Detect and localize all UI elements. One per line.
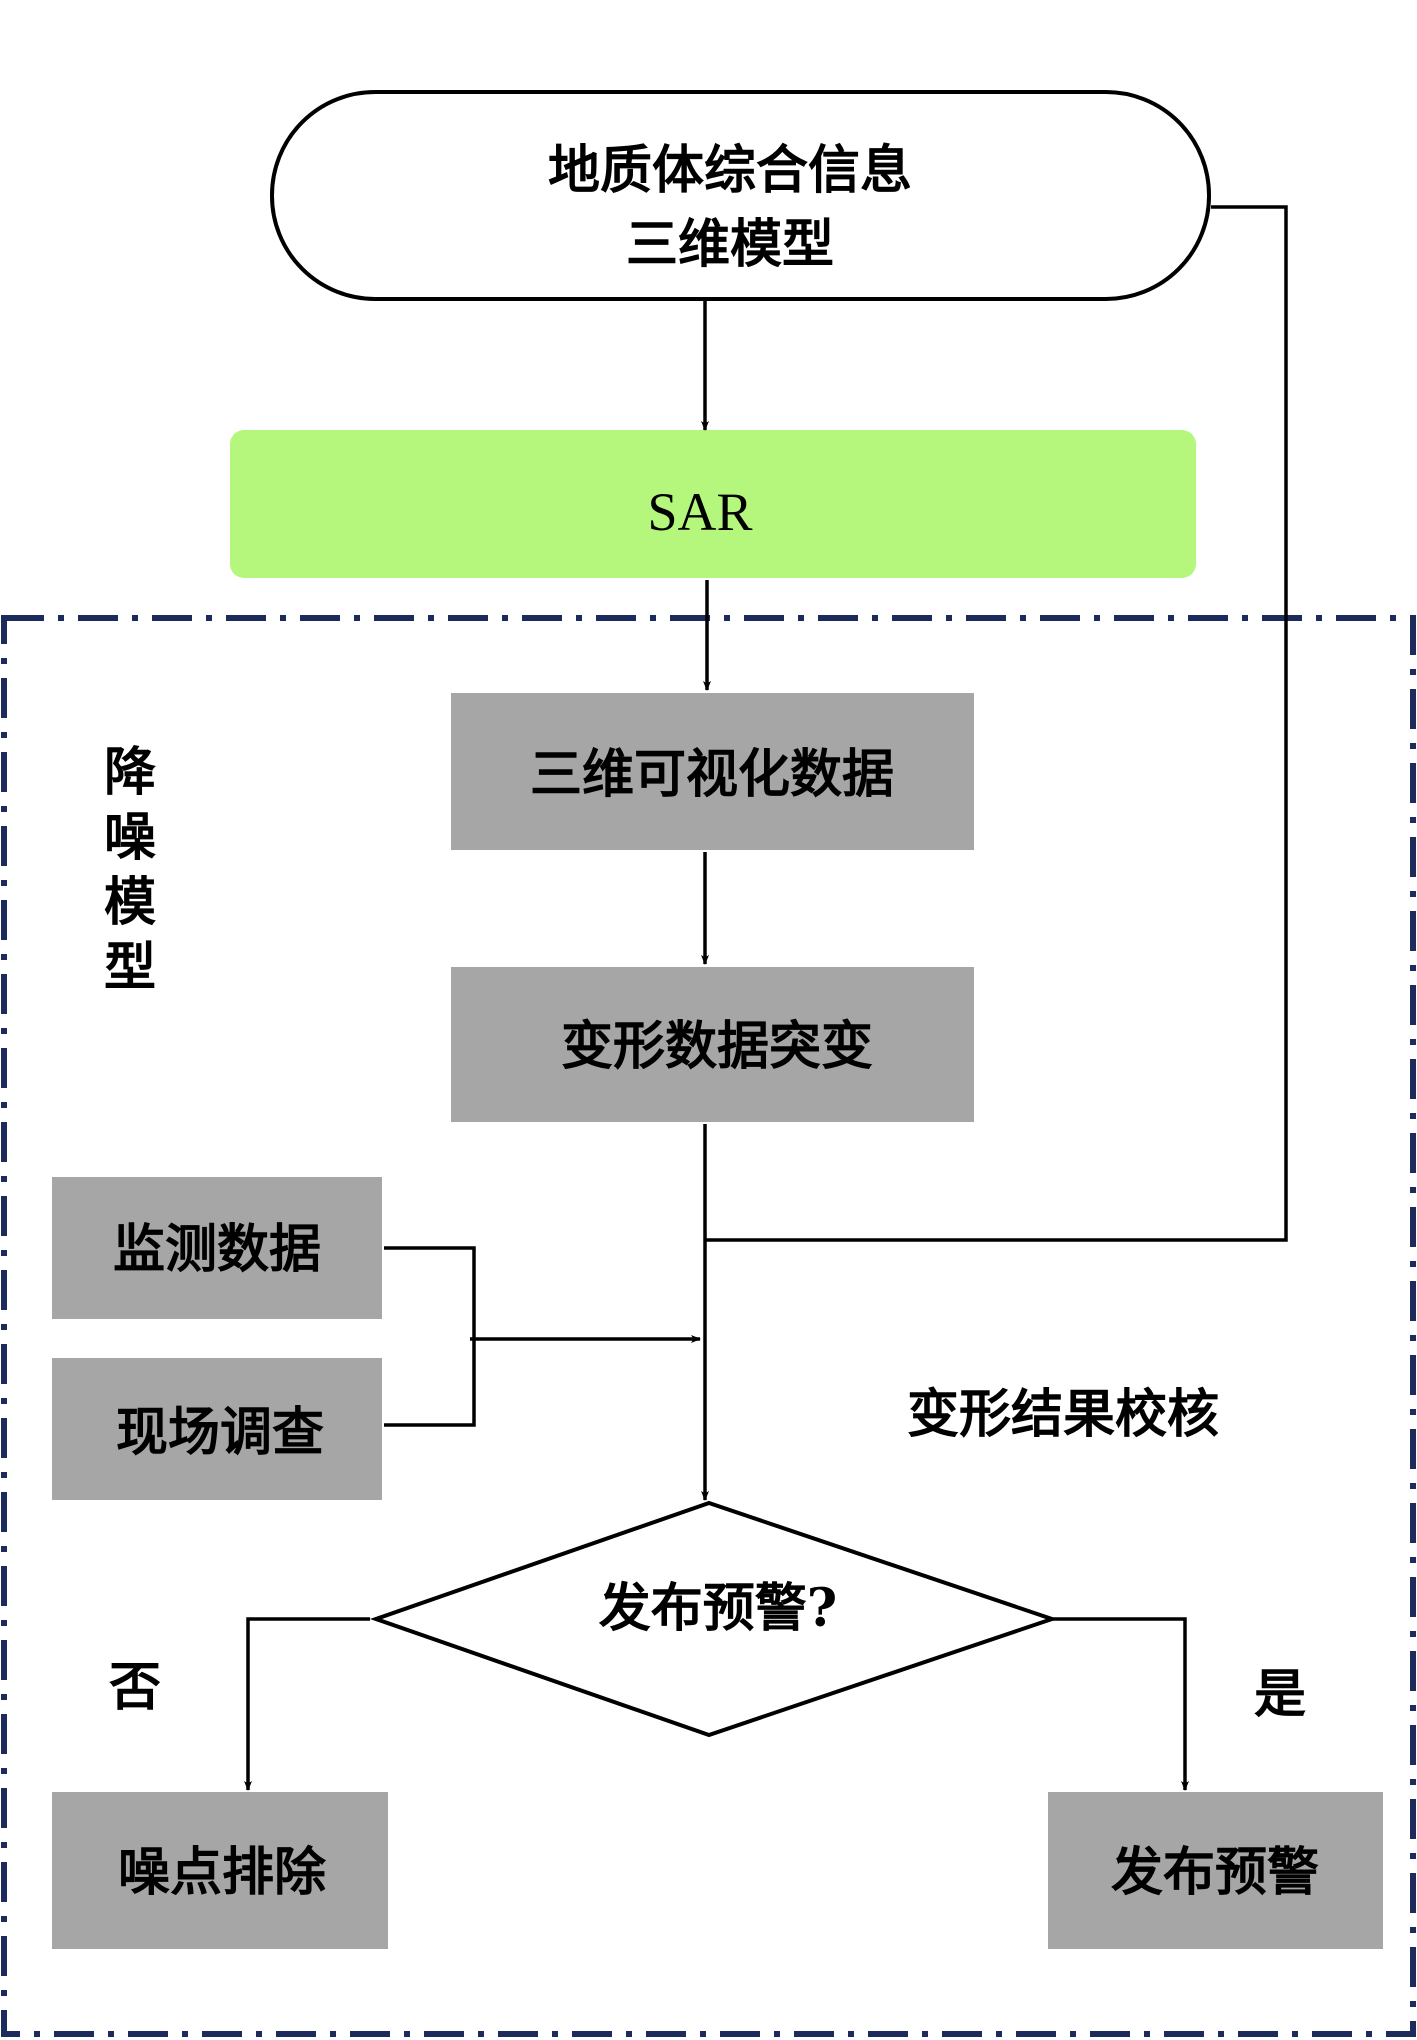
label-deformation-check: 变形结果校核 — [907, 1384, 1219, 1445]
label-no: 否 — [109, 1657, 161, 1718]
edge-monitoring-connector — [384, 1246, 476, 1427]
warning-decision-node — [369, 1500, 1059, 1738]
monitoring-data-node — [52, 1177, 382, 1319]
edge-decision-no — [244, 1617, 370, 1791]
sar-label: SAR — [647, 482, 752, 542]
denoise-label-char-4: 型 — [104, 937, 156, 998]
edge-model-feedback — [705, 205, 1288, 1242]
geo-model-title-line1: 地质体综合信息 — [548, 140, 912, 201]
geo-model-node — [270, 90, 1211, 301]
visualization-data-node — [451, 693, 974, 850]
field-survey-node — [52, 1358, 382, 1500]
denoise-label-char-3: 模 — [104, 872, 156, 933]
label-yes: 是 — [1254, 1664, 1306, 1725]
warning-decision-label: 发布预警? — [599, 1578, 837, 1639]
field-survey-label: 现场调查 — [116, 1402, 324, 1463]
noise-removal-node — [52, 1792, 388, 1949]
edge-decision-yes — [1052, 1617, 1189, 1791]
publish-warning-node — [1048, 1792, 1383, 1949]
deformation-mutation-node — [451, 967, 974, 1122]
denoise-label-char-1: 降 — [104, 742, 156, 803]
publish-warning-label: 发布预警 — [1111, 1842, 1319, 1903]
geo-model-title-line2: 三维模型 — [626, 214, 834, 275]
denoise-label-char-2: 噪 — [104, 807, 156, 868]
visualization-data-label: 三维可视化数据 — [530, 744, 894, 805]
monitoring-data-label: 监测数据 — [113, 1219, 321, 1280]
deformation-mutation-label: 变形数据突变 — [561, 1016, 873, 1077]
sar-node — [230, 430, 1196, 578]
noise-removal-label: 噪点排除 — [118, 1842, 327, 1903]
